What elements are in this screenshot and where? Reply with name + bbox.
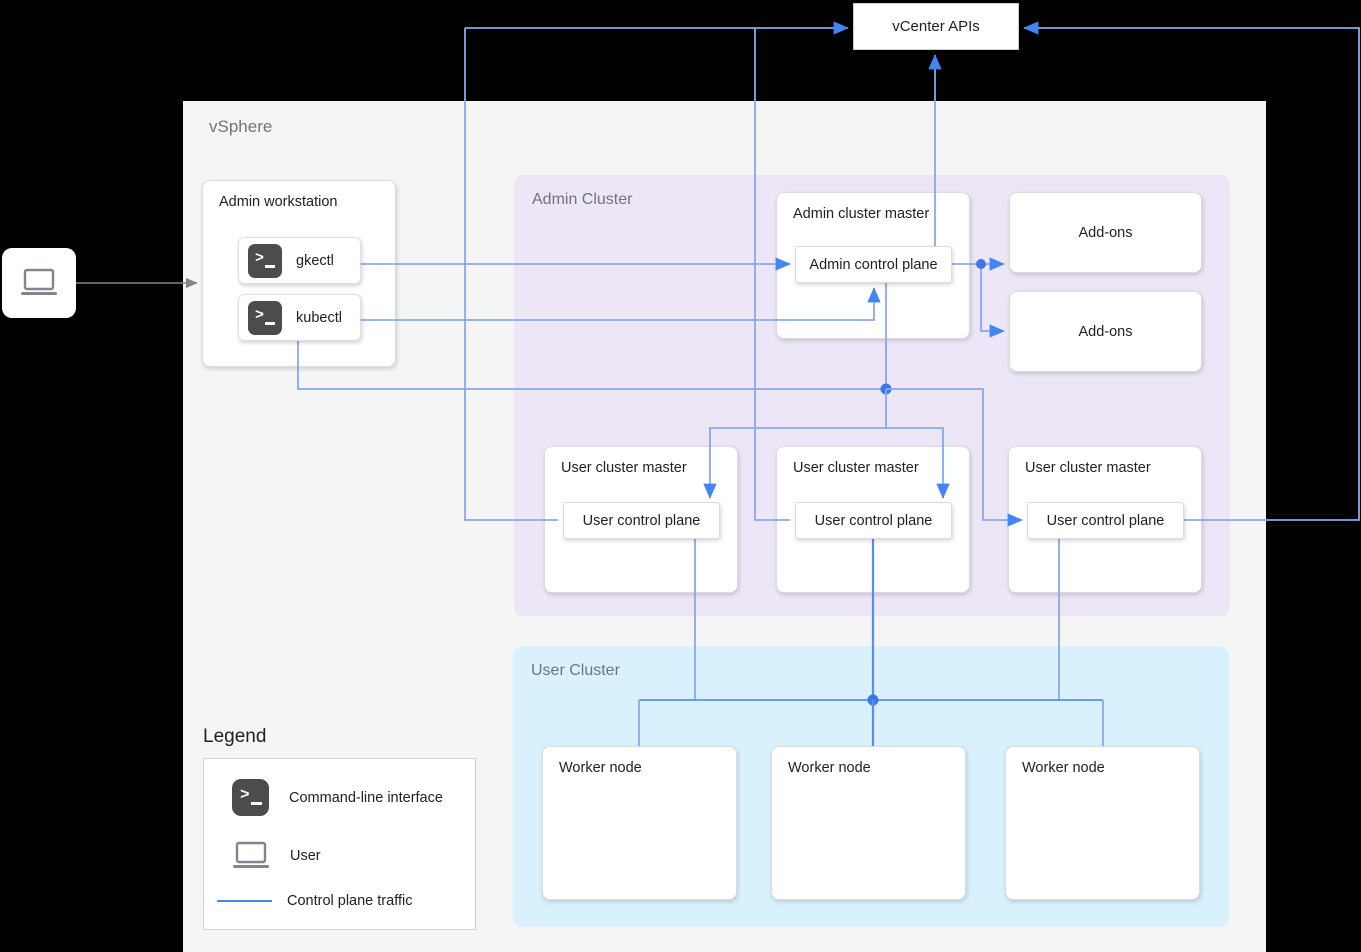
worker-node-1[interactable]: Worker node (542, 746, 737, 900)
line-swatch-icon (217, 900, 272, 902)
legend-item-cli: Command-line interface (232, 779, 443, 816)
user-control-plane-node-1[interactable]: User control plane (563, 502, 720, 539)
admin-control-plane-node[interactable]: Admin control plane (795, 246, 952, 283)
addons-node-2[interactable]: Add-ons (1009, 291, 1202, 372)
vcenter-apis-node[interactable]: vCenter APIs (853, 3, 1019, 50)
user-control-plane-node-3[interactable]: User control plane (1027, 502, 1184, 539)
admin-cluster-master-title: Admin cluster master (793, 206, 930, 222)
terminal-icon (248, 300, 282, 335)
vsphere-title: vSphere (209, 117, 273, 136)
user-cluster-master-title-3: User cluster master (1025, 460, 1151, 476)
worker-node-3[interactable]: Worker node (1005, 746, 1200, 900)
addons-label-1: Add-ons (1078, 224, 1133, 241)
legend-title: Legend (203, 726, 267, 747)
admin-cluster-title: Admin Cluster (532, 191, 633, 208)
user-control-plane-label-2: User control plane (814, 512, 933, 529)
worker-node-title-2: Worker node (788, 760, 871, 776)
cli-chip-kubectl-label: kubectl (296, 309, 342, 326)
user-control-plane-node-2[interactable]: User control plane (795, 502, 952, 539)
user-control-plane-label-3: User control plane (1046, 512, 1165, 529)
worker-node-title-1: Worker node (559, 760, 642, 776)
user-cluster-title: User Cluster (531, 662, 620, 679)
legend-item-user: User (232, 841, 321, 871)
cli-chip-kubectl[interactable]: kubectl (238, 294, 361, 341)
legend-item-cli-label: Command-line interface (289, 789, 443, 806)
cli-chip-gkectl[interactable]: gkectl (238, 237, 361, 284)
worker-node-2[interactable]: Worker node (771, 746, 966, 900)
vcenter-apis-label: vCenter APIs (892, 18, 980, 35)
addons-node-1[interactable]: Add-ons (1009, 192, 1202, 273)
legend-item-user-label: User (290, 848, 321, 864)
user-cluster-master-title-2: User cluster master (793, 460, 919, 476)
cli-chip-gkectl-label: gkectl (296, 252, 334, 269)
user-node[interactable] (2, 248, 76, 318)
user-control-plane-label-1: User control plane (582, 512, 701, 529)
terminal-icon (232, 779, 269, 816)
legend-box: Command-line interface User Control plan… (203, 758, 476, 930)
legend-item-traffic: Control plane traffic (217, 893, 412, 909)
laptop-icon (233, 841, 269, 868)
laptop-icon (21, 268, 57, 295)
user-cluster-master-title-1: User cluster master (561, 460, 687, 476)
admin-control-plane-label: Admin control plane (809, 256, 938, 273)
legend-item-traffic-label: Control plane traffic (287, 893, 413, 909)
addons-label-2: Add-ons (1078, 323, 1133, 340)
worker-node-title-3: Worker node (1022, 760, 1105, 776)
admin-workstation-title: Admin workstation (219, 194, 338, 210)
terminal-icon (248, 243, 282, 278)
